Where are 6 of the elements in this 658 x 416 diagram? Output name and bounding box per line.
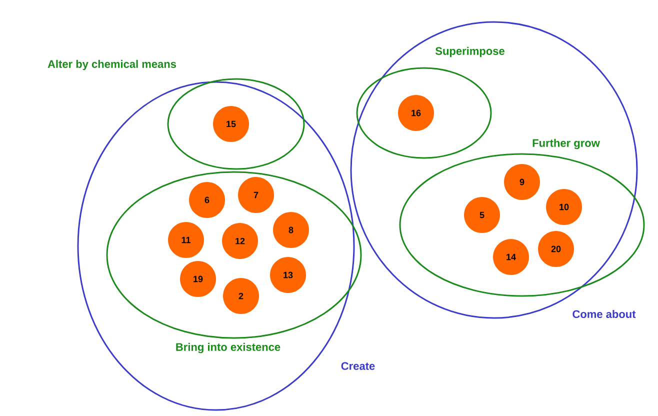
set-label: Superimpose [435,46,504,58]
set-label: Alter by chemical means [48,60,176,70]
set-label: Further grow [532,138,600,150]
set-label: Come about [572,310,636,318]
set-label: Create [341,362,375,370]
set-label: Bring into existence [176,342,280,354]
